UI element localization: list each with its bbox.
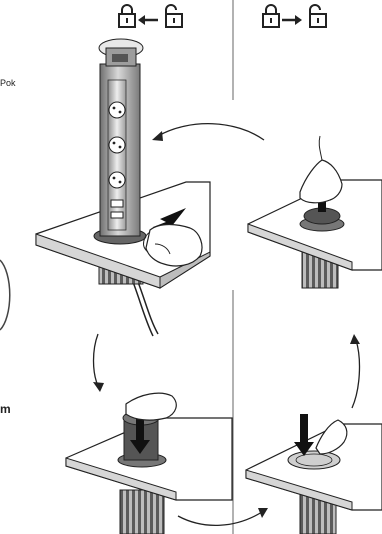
lock-open-icon	[166, 5, 182, 27]
under-desk-housing	[120, 490, 164, 534]
cropped-text-top-left: Pok	[0, 78, 16, 88]
arrow-left-icon	[138, 15, 158, 25]
lock-open-icon	[310, 5, 326, 27]
panel-extended-tower	[36, 39, 210, 336]
flow-arrow-top	[152, 124, 264, 141]
panel-push-down	[66, 393, 232, 534]
lock-closed-icon	[263, 5, 279, 27]
flow-arrow-left	[93, 334, 104, 392]
panel-press-lid	[246, 414, 382, 534]
hand-pulling	[300, 160, 342, 203]
flow-arrow-bottom	[178, 508, 268, 525]
lock-closed-icon	[119, 5, 135, 27]
arrow-right-icon	[282, 15, 302, 25]
hand-pressing	[146, 225, 202, 266]
cropped-text-middle-left: m	[0, 402, 11, 416]
hand-pushing	[126, 393, 176, 420]
lock-sequence-right	[263, 5, 326, 27]
flow-arrow-right	[350, 334, 360, 408]
lock-sequence-left	[119, 5, 182, 27]
cropped-circle-outline	[0, 260, 10, 330]
panel-pull-up	[248, 136, 382, 288]
